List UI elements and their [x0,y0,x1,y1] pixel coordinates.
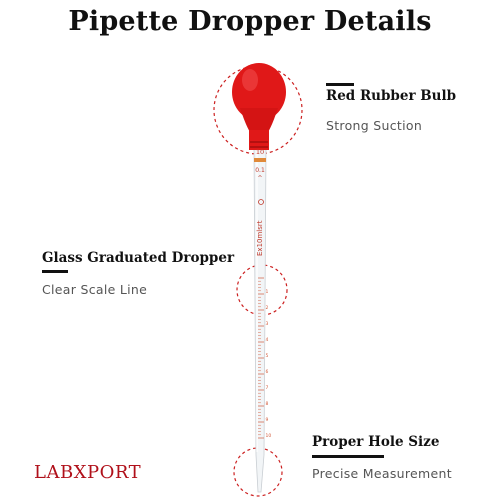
tip-heading: Proper Hole Size [312,434,440,450]
scale-number: 7 [266,385,269,391]
top-mark-caret: ^ [257,175,262,182]
pipette-engraving: Ex10mlsrt [256,220,264,256]
scale-number: 6 [266,369,269,375]
scale-number: 9 [266,417,269,423]
scale-numbers: 1 2 3 4 5 6 7 8 9 10 [266,289,272,439]
tip-callout-circle [233,447,283,497]
scale-number: 10 [266,433,272,439]
glass-heading: Glass Graduated Dropper [42,250,235,266]
brand-mark-icon [258,199,264,205]
tip-heading-underline [312,455,384,458]
scale-number: 5 [266,353,269,359]
page-title: Pipette Dropper Details [68,6,432,37]
scale-number: 1 [266,289,269,295]
brand-logo: LABXPORT [34,462,142,483]
scale-number: 4 [266,337,269,343]
bulb-callout-circle [213,65,303,155]
scale-number: 2 [266,305,269,311]
top-mark-01: 0.1 [255,167,265,174]
tip-subtext: Precise Measurement [312,466,452,481]
graduation-ticks [258,277,264,439]
glass-subtext: Clear Scale Line [42,282,148,297]
glass-heading-underline [42,270,68,273]
top-mark-10: 10 [256,148,264,156]
scale-number: 8 [266,401,269,407]
scale-number: 3 [266,321,269,327]
glass-callout-circle [236,264,288,316]
graduation-band [254,158,266,162]
bulb-heading: Red Rubber Bulb [326,88,457,104]
bulb-subtext: Strong Suction [326,118,423,133]
rubber-bulb [232,63,286,150]
bulb-heading-underline [326,83,354,86]
